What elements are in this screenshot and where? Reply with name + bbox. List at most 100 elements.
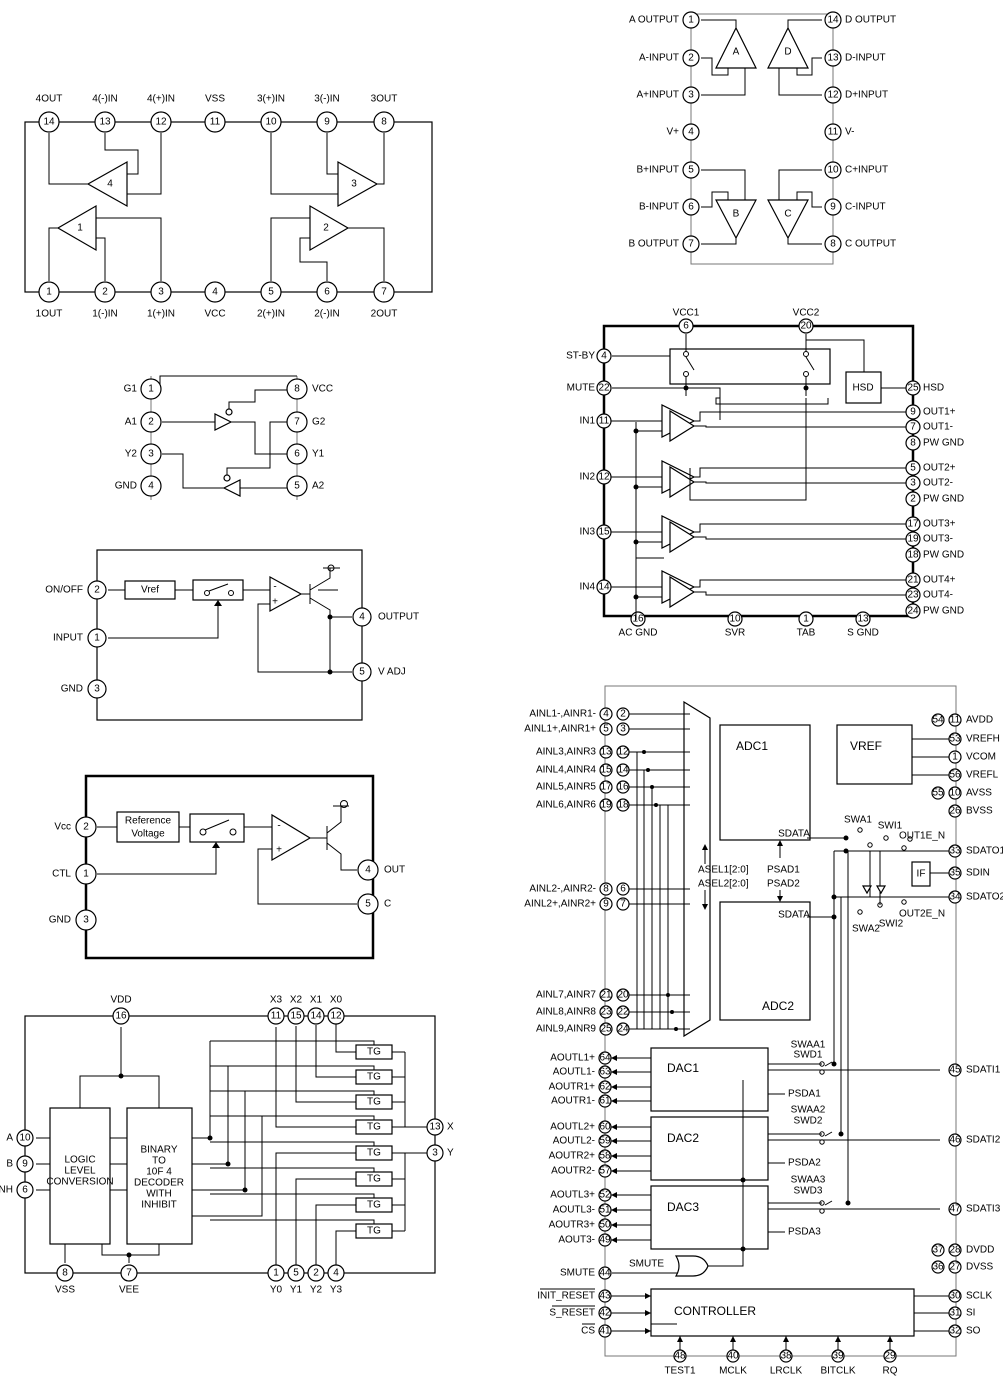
pin-circle [905, 491, 921, 507]
amplifier-pin-19: 19 [905, 531, 921, 547]
transmission-gate-label: TG [367, 1072, 381, 1083]
junction-dot [843, 835, 849, 841]
pin-number: 45 [949, 1065, 961, 1076]
arrow-head [611, 1055, 617, 1061]
mux-pin-11: 11 [267, 1007, 285, 1025]
amplifier-pin-12: 12 [596, 469, 612, 485]
codec-pin-43: 43 [598, 1289, 612, 1303]
dip-pin-group: 144OUT134(-)IN124(+)IN11VSS103(+)IN93(-)… [36, 94, 398, 320]
amplifier-pin-group: 6VCC120VCC24ST-BY22MUTE11IN112IN215IN314… [566, 308, 964, 639]
adc1-label: ADC1 [736, 739, 768, 753]
psda2-label: PSDA2 [788, 1158, 821, 1169]
pin-number: 10 [949, 788, 961, 799]
plus-sign: + [276, 845, 282, 856]
switch-label: SWA1 [844, 815, 872, 826]
switch-contact [857, 909, 863, 915]
opamp-2-number: 2 [323, 223, 329, 234]
wire [257, 603, 352, 673]
amplifier-pin-2: 2 [905, 491, 921, 507]
codec-pin-31: 31 [948, 1306, 962, 1320]
supply-terminal [327, 564, 335, 572]
psad1-label: PSAD1 [767, 865, 800, 876]
arrow-head [677, 1336, 683, 1342]
mux-pin-14: 14 [307, 1007, 325, 1025]
codec-output-label: AOUTL3+ [550, 1190, 595, 1201]
wire [101, 1244, 130, 1263]
pin-number: 6 [683, 321, 689, 332]
pin-number: 10 [265, 117, 277, 128]
junction-dot [242, 1187, 248, 1193]
wire [275, 1027, 356, 1128]
pin-circle [931, 713, 945, 727]
amplifier-pin-label: IN1 [579, 416, 595, 427]
codec-input-label: AINL9,AINR9 [536, 1024, 596, 1035]
codec-pin-27: 27 [948, 1260, 962, 1274]
adc2-sdata-label: SDATA [778, 910, 810, 921]
wire [787, 238, 822, 245]
switch-block [189, 813, 245, 843]
amplifier-pin-label: VCC2 [793, 308, 820, 319]
pin-circle [599, 707, 613, 721]
wire [694, 536, 906, 540]
codec-pin-51: 51 [598, 1203, 612, 1217]
junction-dot [831, 1061, 837, 1067]
pin-circle [150, 111, 172, 133]
wire [192, 1041, 211, 1139]
codec-pin-5: 5 [599, 722, 613, 736]
buffer-pin-7: 7 [286, 411, 308, 433]
wire [309, 568, 331, 591]
pin-number: 42 [599, 1308, 611, 1319]
junction-dot [327, 614, 333, 620]
pin-circle [931, 786, 945, 800]
pin-number: 15 [600, 765, 612, 776]
pin-circle [352, 662, 372, 682]
regulator-2-pin-label: GND [49, 915, 71, 926]
codec-right-pin-label: AVDD [966, 715, 993, 726]
switch-arm [805, 356, 815, 371]
junction-dot [225, 1161, 231, 1167]
switch-block [192, 579, 244, 601]
abcd-pin-label: A OUTPUT [629, 15, 679, 26]
junction-dot [740, 1177, 746, 1183]
wire [210, 1167, 375, 1172]
opamp-a-symbol [715, 26, 757, 69]
codec-right-pin-label: BVSS [966, 806, 993, 817]
arrow-head [611, 1192, 617, 1198]
pin-circle [905, 435, 921, 451]
amplifier-stage-group [611, 397, 906, 609]
pin-number: 39 [832, 1351, 844, 1362]
dip-pin-label: 3(-)IN [314, 94, 340, 105]
codec-pin-29: 29 [883, 1349, 897, 1363]
pin-circle [140, 378, 162, 400]
arrow-head [214, 600, 222, 606]
dip-pin-1: 1 [38, 281, 60, 303]
codec-pin-20: 20 [616, 988, 630, 1002]
pin-number: 4 [365, 865, 371, 876]
switch-contact [803, 351, 809, 357]
buffer-pin-8: 8 [286, 378, 308, 400]
opamp-c-label: C [784, 209, 791, 220]
junction-dot [646, 768, 650, 772]
mux-pin-7: 7 [120, 1264, 138, 1282]
psad2-label: PSAD2 [767, 879, 800, 890]
pin-circle [948, 1133, 962, 1147]
regulator-1-pin-2: 2 [87, 580, 107, 600]
buffer-pin-label: Y1 [312, 449, 325, 460]
codec-pin-50: 50 [598, 1218, 612, 1232]
wire [796, 57, 822, 76]
wire [121, 1075, 160, 1108]
buffer-pin-5: 5 [286, 475, 308, 497]
wire [210, 1115, 375, 1120]
pin-number: 5 [293, 1268, 299, 1279]
pin-number: 12 [155, 117, 167, 128]
switch-label: SWD1 [794, 1050, 823, 1061]
pin-number: 29 [884, 1351, 896, 1362]
amplifier-pin-label: OUT3- [923, 534, 953, 545]
pin-number: 31 [949, 1308, 961, 1319]
pin-circle [596, 348, 612, 364]
junction-dot [674, 1027, 678, 1031]
pin-number: 3 [910, 478, 916, 489]
